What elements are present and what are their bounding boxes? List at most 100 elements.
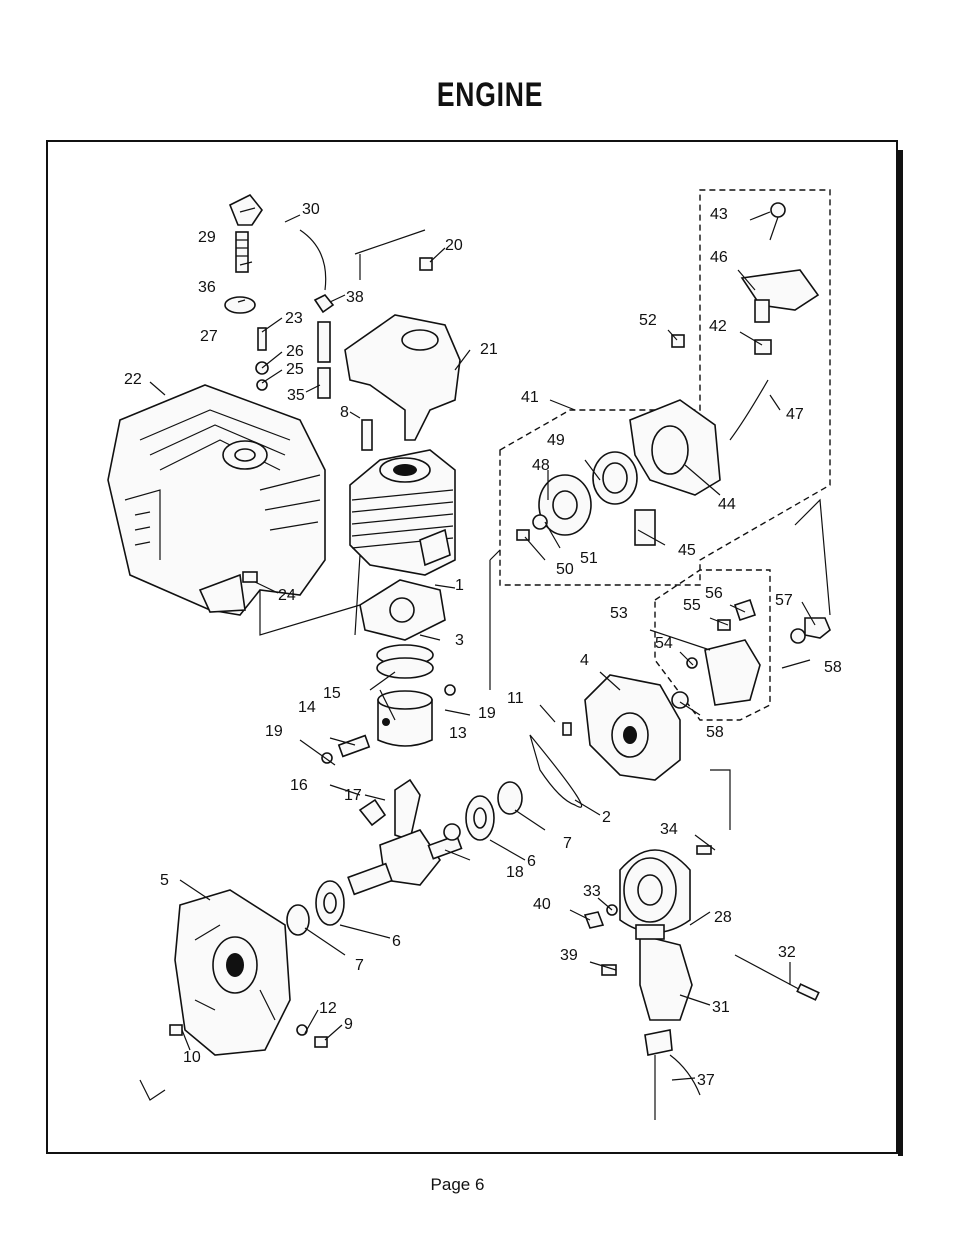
callout-label-27: 27 — [200, 328, 218, 345]
pin-11 — [562, 722, 572, 736]
pawl-45 — [634, 509, 656, 546]
callout-label-6: 6 — [527, 853, 536, 870]
reel-part — [538, 474, 592, 536]
spark-plug-part — [228, 193, 263, 273]
piston-pin-part — [337, 734, 371, 758]
callout-label-23: 23 — [285, 310, 303, 327]
callout-label-30: 30 — [302, 201, 320, 218]
callout-label-9: 9 — [344, 1016, 353, 1033]
callout-label-12: 12 — [319, 1000, 337, 1017]
nut-20 — [419, 257, 433, 271]
cylinder-cover-part — [107, 384, 326, 616]
callout-label-42: 42 — [709, 318, 727, 335]
handle-part — [740, 269, 820, 323]
callout-label-53: 53 — [610, 605, 628, 622]
callout-label-39: 39 — [560, 947, 578, 964]
page-number: Page 6 — [430, 1175, 485, 1194]
callout-label-10: 10 — [183, 1049, 201, 1066]
part-54 — [686, 657, 698, 669]
nut-57 — [804, 617, 831, 639]
crankshaft-part — [347, 778, 463, 896]
callout-label-5: 5 — [160, 872, 169, 889]
callout-label-40: 40 — [533, 896, 551, 913]
callout-label-55: 55 — [683, 597, 701, 614]
part-55 — [717, 619, 731, 631]
callout-label-36: 36 — [198, 279, 216, 296]
circlip-19b — [444, 684, 456, 696]
washer-12 — [296, 1024, 308, 1036]
callout-label-13: 13 — [449, 725, 467, 742]
callout-label-43: 43 — [710, 206, 728, 223]
callout-label-19: 19 — [478, 705, 496, 722]
callout-label-33: 33 — [583, 883, 601, 900]
diagram-frame — [46, 140, 898, 1154]
callout-label-35: 35 — [287, 387, 305, 404]
piston-part — [377, 690, 433, 747]
callout-label-21: 21 — [480, 341, 498, 358]
callout-label-38: 38 — [346, 289, 364, 306]
callout-label-45: 45 — [678, 542, 696, 559]
washer-18 — [443, 823, 461, 841]
callout-label-47: 47 — [786, 406, 804, 423]
callout-label-19: 19 — [265, 723, 283, 740]
rope-47 — [729, 379, 769, 441]
callout-label-7: 7 — [355, 957, 364, 974]
callout-label-44: 44 — [718, 496, 736, 513]
screw-50 — [516, 529, 530, 541]
bolt-24 — [242, 571, 258, 583]
callout-label-29: 29 — [198, 229, 216, 246]
washer-58a — [790, 628, 806, 644]
callout-label-31: 31 — [712, 999, 730, 1016]
cam-part — [704, 639, 761, 706]
knot-43 — [770, 202, 786, 218]
callout-label-25: 25 — [286, 361, 304, 378]
callout-label-49: 49 — [547, 432, 565, 449]
starter-housing-part — [629, 399, 721, 496]
bolt-23 — [257, 327, 267, 351]
part-56 — [733, 598, 757, 622]
callout-label-57: 57 — [775, 592, 793, 609]
callout-label-58: 58 — [706, 724, 724, 741]
sleeve-35 — [317, 321, 331, 363]
starter-dashed-box — [499, 189, 831, 586]
washer-27 — [224, 296, 256, 314]
callout-label-18: 18 — [506, 864, 524, 881]
callout-label-22: 22 — [124, 371, 142, 388]
page-title: ENGINE — [436, 76, 544, 114]
callout-label-58: 58 — [824, 659, 842, 676]
callout-labels: 1234566778910111213141516171819192021222… — [124, 201, 842, 1089]
seal-7a — [497, 781, 523, 815]
callout-label-32: 32 — [778, 944, 796, 961]
callout-label-3: 3 — [455, 632, 464, 649]
callout-label-28: 28 — [714, 909, 732, 926]
bearing-6a — [465, 795, 495, 841]
frame-right-edge — [898, 150, 903, 1156]
callout-label-54: 54 — [655, 635, 673, 652]
cylinder-part — [349, 449, 456, 576]
callout-label-50: 50 — [556, 561, 574, 578]
callout-label-41: 41 — [521, 389, 539, 406]
key-34 — [696, 845, 712, 855]
callout-label-34: 34 — [660, 821, 678, 838]
callout-label-17: 17 — [344, 787, 362, 804]
bearing-6b — [315, 880, 345, 926]
bolt-9 — [314, 1036, 328, 1048]
callout-label-15: 15 — [323, 685, 341, 702]
callout-label-56: 56 — [705, 585, 723, 602]
callout-label-48: 48 — [532, 457, 550, 474]
gasket-2 — [529, 734, 583, 808]
spiral-spring-part — [592, 451, 638, 505]
callout-label-46: 46 — [710, 249, 728, 266]
callout-label-51: 51 — [580, 550, 598, 567]
seal-7b — [286, 904, 310, 936]
ignition-coil-part — [635, 924, 701, 1120]
cam-dashed-box — [654, 569, 771, 721]
flywheel-part — [619, 849, 691, 934]
callout-label-8: 8 — [340, 404, 349, 421]
ground-wire-part — [734, 954, 820, 1001]
callout-label-37: 37 — [697, 1072, 715, 1089]
callout-label-1: 1 — [455, 577, 464, 594]
bolt-8 — [361, 419, 373, 451]
callout-label-52: 52 — [639, 312, 657, 329]
